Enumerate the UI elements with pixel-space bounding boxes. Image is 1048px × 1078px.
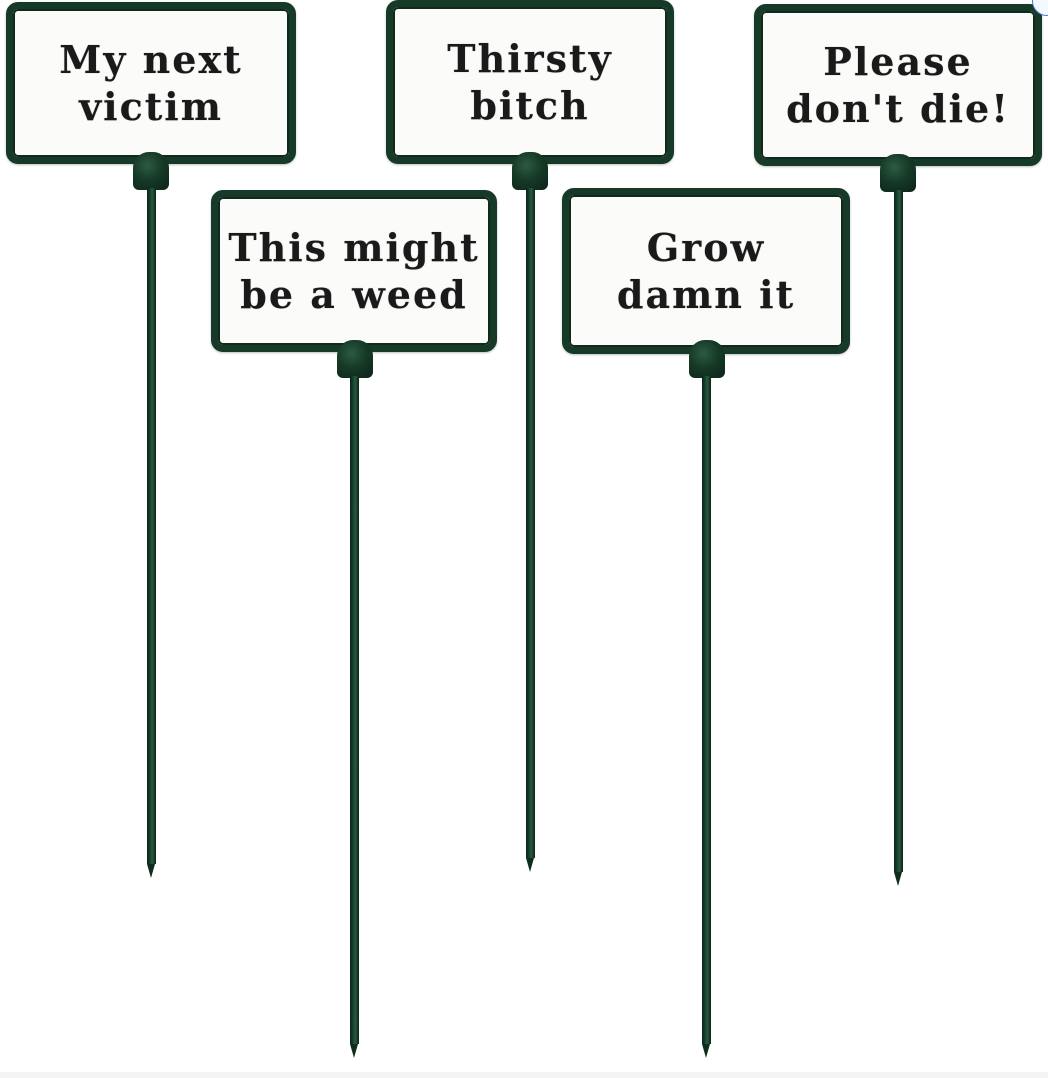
sign-text-line-1: This might <box>228 225 480 270</box>
sign-joint <box>512 152 548 190</box>
plant-marker-4: Grow damn it <box>562 188 850 1058</box>
stake-tip <box>147 864 155 878</box>
sign-text-line-1: Thirsty <box>447 36 613 81</box>
plant-marker-2: This might be a weed <box>211 190 497 1058</box>
stake-tip <box>526 858 534 872</box>
sign-stake <box>147 188 156 864</box>
sign-text-line-1: Grow <box>646 225 766 270</box>
sign-stake <box>526 188 535 858</box>
sign-text-line-2: damn it <box>616 272 796 317</box>
sign-text-line-2: bitch <box>470 83 590 128</box>
sign-plate: Please don't die! <box>754 4 1042 166</box>
sign-plate: My next victim <box>6 2 296 164</box>
sign-joint <box>689 340 725 378</box>
plant-marker-5: Please don't die! <box>754 4 1042 886</box>
sign-text-line-1: Please <box>823 39 973 84</box>
sign-joint <box>880 154 916 192</box>
bottom-edge <box>0 1072 1048 1078</box>
sign-joint <box>133 152 169 190</box>
sign-stake <box>702 376 711 1044</box>
sign-joint <box>337 340 373 378</box>
plant-marker-1: My next victim <box>6 2 296 878</box>
sign-text-line-2: don't die! <box>786 86 1010 131</box>
sign-text-line-1: My next <box>59 37 243 82</box>
sign-text-line-2: victim <box>79 84 223 129</box>
plant-marker-3: Thirsty bitch <box>386 0 674 872</box>
stake-tip <box>350 1044 358 1058</box>
sign-plate: This might be a weed <box>211 190 497 352</box>
sign-stake <box>894 190 903 872</box>
sign-stake <box>350 376 359 1044</box>
stake-tip <box>894 872 902 886</box>
sign-text-line-2: be a weed <box>240 272 468 317</box>
stake-tip <box>702 1044 710 1058</box>
sign-plate: Thirsty bitch <box>386 0 674 164</box>
